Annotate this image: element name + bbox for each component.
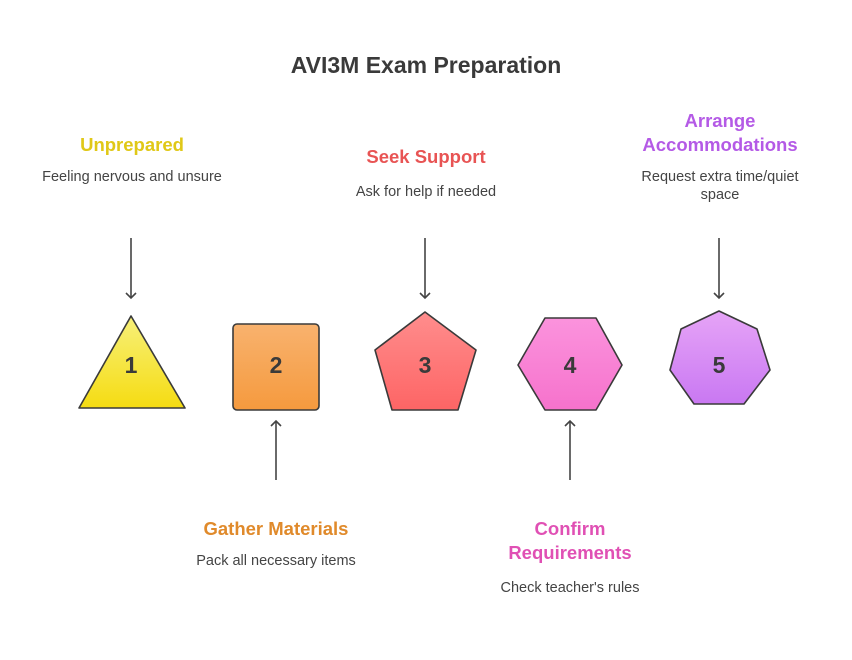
step-4-hexagon xyxy=(517,317,623,411)
step-5-heptagon xyxy=(669,310,771,405)
step-2-description: Pack all necessary items xyxy=(196,553,356,569)
step-3-pentagon xyxy=(374,311,477,411)
diagram-title: AVI3M Exam Preparation xyxy=(290,52,562,78)
step-4-title: Confirm Requirements xyxy=(508,518,632,563)
step-3-description: Ask for help if needed xyxy=(355,184,497,200)
step-2-square xyxy=(232,323,320,411)
step-3-title: Seek Support xyxy=(366,146,486,167)
step-1-description: Feeling nervous and unsure xyxy=(42,169,222,185)
step-3-number: 3 xyxy=(419,352,432,378)
step-1-title: Unprepared xyxy=(80,134,184,155)
step-1-number: 1 xyxy=(125,352,138,378)
step-2-title: Gather Materials xyxy=(203,518,349,539)
step-4-description: Check teacher's rules xyxy=(500,580,640,596)
step-5-description: Request extra time/quiet space xyxy=(641,169,799,203)
step-5-title: Arrange Accommodations xyxy=(642,110,798,155)
step-2-number: 2 xyxy=(270,352,283,378)
step-1-triangle xyxy=(78,315,186,409)
step-4-number: 4 xyxy=(564,352,577,378)
step-5-number: 5 xyxy=(713,352,726,378)
